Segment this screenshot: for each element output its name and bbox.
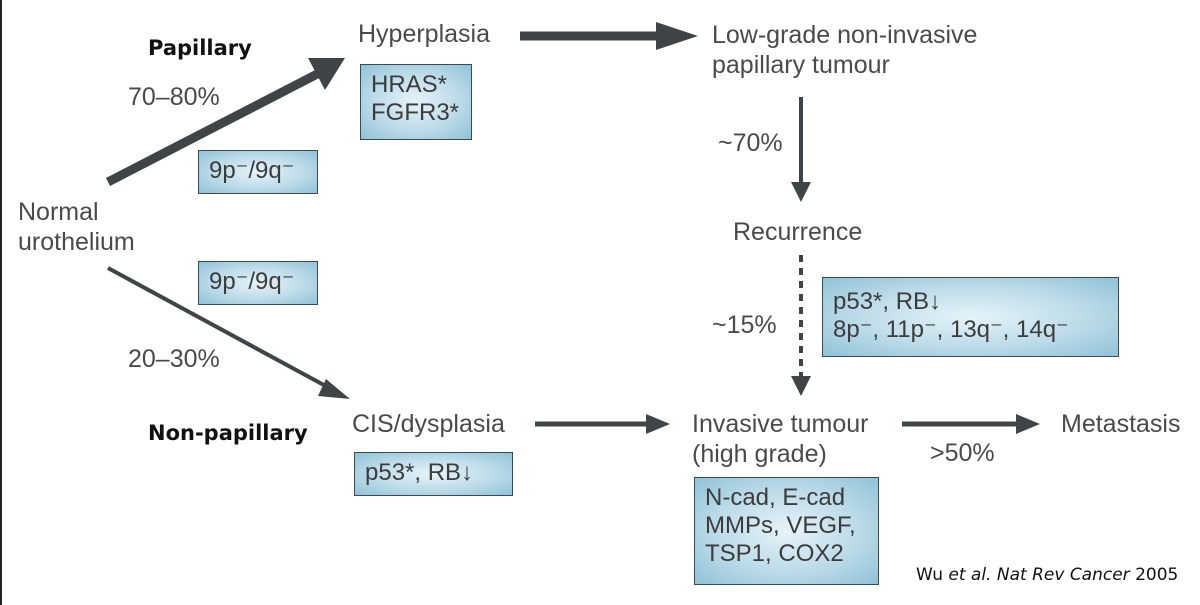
left-border: [0, 0, 2, 605]
invasive-line2: (high grade): [692, 440, 827, 468]
invasive-line1: Invasive tumour: [692, 410, 869, 438]
invasive-marker-box: N-cad, E-cad MMPs, VEGF, TSP1, COX2: [694, 477, 879, 585]
box-line: p53*, RB↓: [833, 288, 942, 315]
papillary-9p9q-box: 9p⁻/9q⁻: [198, 150, 318, 194]
lowgrade-line2: papillary tumour: [712, 51, 890, 79]
pct-papillary: 70–80%: [128, 83, 220, 111]
invasive-tumour-label: Invasive tumour (high grade): [692, 409, 868, 469]
arrow-lowgrade-to-recurrence: [791, 97, 811, 202]
citation-year: 2005: [1135, 565, 1179, 585]
box-line: 9p⁻/9q⁻: [209, 157, 295, 184]
arrow-normal-to-hyperplasia: [105, 58, 345, 186]
pct-progression: ~15%: [712, 311, 777, 339]
hyperplasia-label: Hyperplasia: [358, 20, 491, 48]
metastasis-label: Metastasis: [1061, 410, 1181, 438]
citation: Wu et al. Nat Rev Cancer 2005: [916, 565, 1178, 585]
lowgrade-line1: Low-grade non-invasive: [712, 21, 978, 49]
lowgrade-tumour-label: Low-grade non-invasive papillary tumour: [712, 20, 977, 80]
pct-metastasis: >50%: [930, 439, 995, 467]
arrow-recurrence-to-invasive: [791, 255, 811, 396]
hyperplasia-mutation-box: HRAS* FGFR3*: [360, 64, 472, 140]
box-line: MMPs, VEGF,: [705, 512, 856, 539]
normal-urothelium-label: Normal urothelium: [18, 197, 135, 257]
box-line: p53*, RB↓: [365, 459, 474, 486]
box-line: 9p⁻/9q⁻: [209, 268, 295, 295]
non-papillary-label: Non-papillary: [148, 421, 308, 445]
normal-line2: urothelium: [18, 228, 135, 256]
box-line: N-cad, E-cad: [705, 484, 846, 511]
box-line: FGFR3*: [371, 99, 460, 126]
progression-mutation-box: p53*, RB↓ 8p⁻, 11p⁻, 13q⁻, 14q⁻: [822, 277, 1119, 357]
arrow-invasive-to-metastasis: [902, 414, 1040, 434]
citation-etal: et al.: [948, 565, 992, 585]
pct-non-papillary: 20–30%: [128, 345, 220, 373]
arrow-cis-to-invasive: [535, 414, 670, 434]
papillary-label: Papillary: [148, 36, 252, 60]
recurrence-label: Recurrence: [733, 218, 863, 246]
arrow-hyperplasia-to-lowgrade: [520, 22, 698, 50]
pct-recurrence: ~70%: [718, 129, 783, 157]
cis-dysplasia-label: CIS/dysplasia: [352, 410, 505, 438]
box-line: TSP1, COX2: [705, 540, 844, 567]
cis-mutation-box: p53*, RB↓: [354, 452, 513, 496]
arrow-normal-to-cis: [107, 266, 350, 399]
nonpapillary-9p9q-box: 9p⁻/9q⁻: [198, 261, 318, 305]
citation-journal: Nat Rev Cancer: [996, 565, 1130, 585]
box-line: 8p⁻, 11p⁻, 13q⁻, 14q⁻: [833, 316, 1069, 343]
box-line: HRAS*: [371, 71, 448, 98]
normal-line1: Normal: [18, 198, 99, 226]
citation-authors: Wu: [916, 565, 943, 585]
